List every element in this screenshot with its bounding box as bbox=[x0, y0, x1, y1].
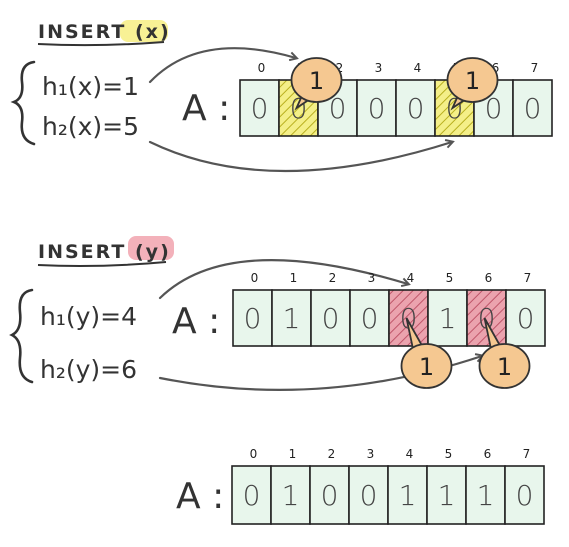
cell-index: 0 bbox=[250, 447, 258, 461]
cell-value: 0 bbox=[361, 302, 379, 335]
cell-index: 6 bbox=[485, 271, 493, 285]
title-underline-x bbox=[37, 41, 165, 47]
cell-value: 0 bbox=[360, 479, 378, 512]
cell-index: 7 bbox=[531, 61, 539, 75]
cell-index: 3 bbox=[375, 61, 383, 75]
array-cell bbox=[504, 465, 545, 525]
formula-brace-y bbox=[9, 288, 34, 384]
array-cell bbox=[505, 289, 546, 347]
cell-index: 6 bbox=[492, 61, 500, 75]
array-cell bbox=[349, 289, 390, 347]
array-label-y: A : bbox=[172, 301, 220, 342]
bubble-body bbox=[478, 343, 531, 389]
cell-index: 0 bbox=[251, 271, 259, 285]
array-label-result: A : bbox=[176, 476, 224, 517]
cell-index: 4 bbox=[414, 61, 422, 75]
cell-value: 1 bbox=[438, 479, 456, 512]
bubble-value: 1 bbox=[419, 353, 434, 381]
cell-index: 3 bbox=[368, 271, 376, 285]
array-cell bbox=[310, 289, 351, 347]
cell-value: 0 bbox=[407, 92, 425, 125]
array-cell bbox=[232, 289, 273, 347]
array-cell bbox=[512, 79, 553, 137]
bubble-value: 1 bbox=[309, 67, 324, 95]
cell-index: 0 bbox=[258, 61, 266, 75]
bubble-body bbox=[400, 343, 453, 389]
set-bit-bubble: 1 bbox=[290, 57, 343, 111]
cell-index: 2 bbox=[329, 271, 337, 285]
cell-value: 0 bbox=[322, 302, 340, 335]
set-bit-bubble: 1 bbox=[478, 317, 531, 389]
title-underline-y bbox=[37, 261, 167, 267]
bubble-value: 1 bbox=[497, 353, 512, 381]
section-insert-y: INSERT (y) h₁(y)=4 h₂(y)=6 A : 001102030… bbox=[9, 236, 546, 392]
cell-index: 4 bbox=[407, 271, 415, 285]
array-cell bbox=[231, 465, 272, 525]
cell-index: 1 bbox=[289, 447, 297, 461]
array-cell bbox=[387, 465, 428, 525]
bit-array-x: 000102030405060711 bbox=[239, 57, 553, 137]
cell-value: 0 bbox=[516, 479, 534, 512]
formula-brace-x bbox=[10, 60, 36, 146]
cell-value: 0 bbox=[517, 302, 535, 335]
cell-value: 0 bbox=[321, 479, 339, 512]
cell-value: 1 bbox=[477, 479, 495, 512]
formula-h1-x: h₁(x)=1 bbox=[42, 72, 139, 101]
section-title-y: INSERT (y) bbox=[38, 241, 171, 263]
cell-value: 0 bbox=[244, 302, 262, 335]
section-title-x: INSERT (x) bbox=[38, 21, 171, 43]
cell-index: 5 bbox=[445, 447, 453, 461]
cell-value: 1 bbox=[282, 479, 300, 512]
arrow-h1-x bbox=[148, 47, 296, 84]
cell-value: 1 bbox=[439, 302, 457, 335]
bubble-value: 1 bbox=[465, 67, 480, 95]
array-cell bbox=[348, 465, 389, 525]
array-cell bbox=[465, 465, 506, 525]
formula-h2-y: h₂(y)=6 bbox=[40, 355, 137, 384]
cell-value: 0 bbox=[478, 302, 496, 335]
cell-value: 0 bbox=[251, 92, 269, 125]
array-label-x: A : bbox=[182, 88, 230, 129]
cell-value: 0 bbox=[329, 92, 347, 125]
cell-index: 5 bbox=[446, 271, 454, 285]
arrow-h2-x bbox=[148, 142, 452, 173]
cell-index: 6 bbox=[484, 447, 492, 461]
arrow-h1-y bbox=[158, 259, 408, 300]
cell-index: 1 bbox=[290, 271, 298, 285]
set-bit-bubble: 1 bbox=[446, 57, 499, 111]
cell-value: 0 bbox=[400, 302, 418, 335]
cell-value: 1 bbox=[399, 479, 417, 512]
cell-index: 7 bbox=[524, 271, 532, 285]
cell-index: 2 bbox=[336, 61, 344, 75]
array-cell bbox=[466, 289, 507, 347]
cell-value: 0 bbox=[243, 479, 261, 512]
cell-value: 1 bbox=[283, 302, 301, 335]
array-cell bbox=[426, 465, 467, 525]
array-cell bbox=[427, 289, 468, 347]
cell-index: 3 bbox=[367, 447, 375, 461]
formula-h1-y: h₁(y)=4 bbox=[40, 302, 137, 331]
section-insert-x: INSERT (x) h₁(x)=1 h₂(x)=5 A : 000102030… bbox=[10, 20, 553, 173]
bubble-body bbox=[290, 57, 343, 103]
cell-value: 0 bbox=[524, 92, 542, 125]
formula-h2-x: h₂(x)=5 bbox=[42, 112, 139, 141]
cell-index: 7 bbox=[523, 447, 531, 461]
title-highlight-x bbox=[120, 20, 168, 42]
cell-value: 0 bbox=[368, 92, 386, 125]
set-bit-bubble: 1 bbox=[400, 317, 453, 389]
array-cell bbox=[395, 79, 436, 137]
cell-index: 4 bbox=[406, 447, 414, 461]
cell-value: 0 bbox=[485, 92, 503, 125]
cell-index: 2 bbox=[328, 447, 336, 461]
bubble-body bbox=[446, 57, 499, 103]
title-highlight-y bbox=[128, 236, 174, 260]
